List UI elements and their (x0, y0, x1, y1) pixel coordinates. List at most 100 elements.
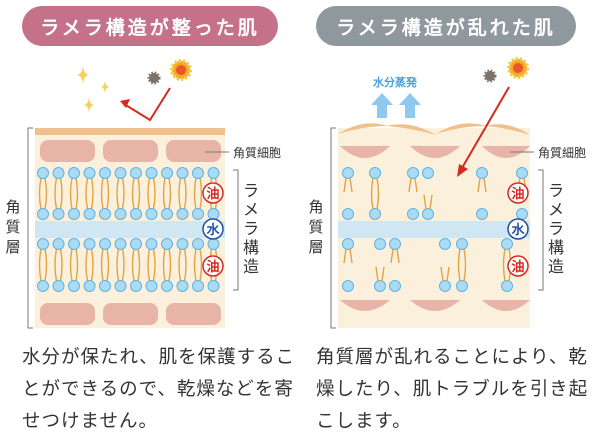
lipid-tail (85, 248, 94, 282)
lipid-head (501, 280, 513, 292)
lamellar-bracket (233, 169, 239, 291)
lipid-tail (457, 248, 467, 282)
corneocyte (166, 140, 221, 162)
lipid-tail (85, 177, 94, 210)
lipid-head (99, 167, 111, 179)
disrupted-skin-caption: 角質層が乱れることにより、乾燥したり、肌トラブルを引き起こします。 (316, 347, 589, 432)
lipid-tail (408, 177, 418, 193)
lipid-head (130, 238, 142, 250)
lipid-tail (100, 248, 110, 282)
lipid-head (516, 167, 528, 179)
lamellar-label: 構 (548, 238, 564, 257)
lipid-head (439, 238, 451, 250)
lipid-head (176, 208, 189, 220)
lipid-head (476, 208, 488, 220)
stratum-label: 質 (308, 218, 323, 236)
lipid-head (52, 208, 65, 220)
lipid-head (68, 238, 80, 250)
lipid-head (422, 208, 434, 220)
lipid-head (52, 167, 65, 179)
lipid-head (114, 238, 127, 250)
corneocyte (40, 140, 95, 162)
lipid-head (83, 238, 96, 250)
lipid-head (99, 280, 111, 292)
oil-badge (507, 182, 529, 204)
badge-label: 油 (206, 186, 219, 202)
evaporation-label: 水分蒸発 (373, 75, 418, 89)
lipid-head (114, 280, 127, 292)
lipid-head (389, 280, 401, 292)
corneocyte (482, 300, 530, 311)
stratum-label: 層 (308, 238, 323, 256)
good-skin-title: ラメラ構造が整った肌 (22, 6, 278, 46)
lamellar-label: ラ (243, 181, 259, 200)
sun-core (513, 63, 523, 73)
lipid-tail (193, 177, 203, 210)
reflected-uv-arrow (123, 87, 171, 122)
sparkle-icon (83, 95, 95, 115)
lipid-tail (343, 248, 353, 264)
lipid-tail (440, 266, 450, 282)
lipid-head (37, 167, 49, 179)
lipid-head (439, 280, 451, 292)
evaporation-arrow-icon (399, 93, 421, 118)
lipid-tail (162, 177, 172, 210)
lamellar-bracket (538, 169, 544, 291)
lipid-tail (375, 266, 385, 282)
lipid-head (476, 167, 488, 179)
lipid-tail (147, 177, 156, 210)
lipid-head (342, 208, 354, 220)
badge-label: 水 (511, 222, 525, 238)
lamellar-label: ラ (548, 181, 564, 200)
lipid-head (52, 238, 65, 250)
lipid-head (369, 208, 381, 220)
lipid-tail (116, 248, 125, 282)
corneocyte (482, 146, 530, 158)
lipid-head (68, 208, 80, 220)
lipid-head (176, 167, 189, 179)
evaporation-arrow-icon (371, 93, 393, 118)
lipid-head (192, 238, 204, 250)
stratum-label: 層 (5, 238, 20, 256)
sun-core (176, 65, 186, 75)
arrow-head (457, 164, 468, 177)
lipid-tail (69, 248, 79, 282)
oil-badge (202, 255, 224, 277)
lipid-head (161, 208, 173, 220)
oil-badge (202, 182, 224, 204)
lipid-head (145, 280, 158, 292)
water-layer (35, 221, 225, 238)
lipid-tail (390, 248, 400, 264)
uv-arrow (461, 86, 510, 169)
lipid-tail (370, 177, 380, 210)
corneocyte-label: 角質細胞 (538, 145, 586, 160)
lipid-tail (343, 177, 353, 193)
lipid-tail (116, 177, 125, 210)
lipid-head (516, 208, 528, 220)
lamellar-label: 構 (243, 238, 259, 257)
lipid-tail (100, 177, 110, 210)
lipid-head (207, 167, 220, 179)
lipid-head (369, 167, 381, 179)
badge-label: 油 (511, 186, 524, 202)
lipid-head (130, 167, 142, 179)
broken-surface (338, 123, 388, 134)
lipid-head (342, 280, 354, 292)
broken-surface (386, 124, 436, 135)
lipid-tail (193, 248, 203, 282)
corneocyte (103, 140, 158, 162)
lipid-tail (54, 248, 63, 282)
water-badge (202, 218, 224, 240)
water-badge (507, 218, 529, 240)
oil-badge (507, 255, 529, 277)
broken-surface (486, 124, 530, 135)
corneocyte (40, 303, 95, 325)
lipid-head (192, 167, 204, 179)
disrupted-skin-title: ラメラ構造が乱れた肌 (316, 6, 576, 46)
badge-label: 油 (206, 259, 219, 275)
lipid-head (114, 167, 127, 179)
lamellar-label: 造 (548, 257, 564, 276)
corneocyte (410, 300, 460, 311)
lipid-head (422, 167, 434, 179)
